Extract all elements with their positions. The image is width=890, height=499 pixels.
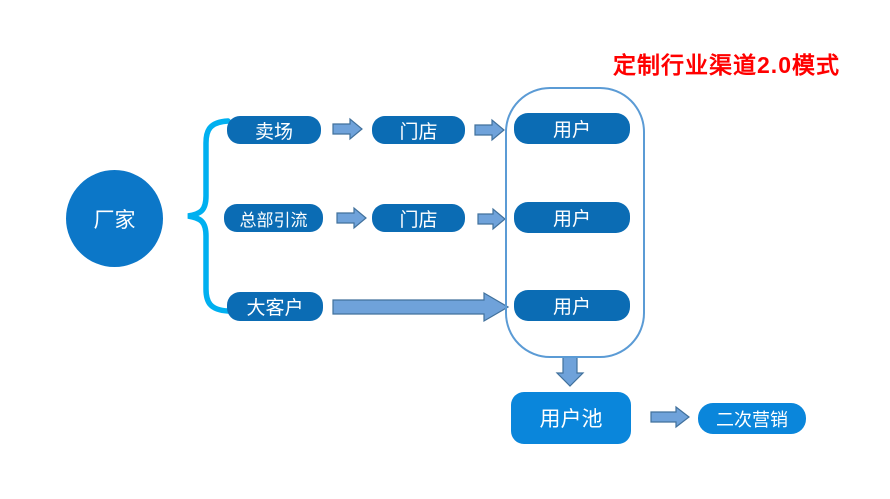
node-user-row1: 用户 <box>514 113 630 144</box>
node-label: 大客户 <box>246 298 304 319</box>
node-label: 门店 <box>399 209 438 231</box>
arrow-right-icon <box>650 405 690 429</box>
arrow-right-icon <box>336 206 367 230</box>
node-label: 用户 <box>552 209 591 230</box>
node-label: 用户 <box>552 297 591 318</box>
node-label: 二次营销 <box>716 409 788 430</box>
node-shop-row1: 门店 <box>372 116 465 144</box>
node-label: 总部引流 <box>239 210 308 230</box>
diagram-title: 定制行业渠道2.0模式 <box>613 52 840 78</box>
node-label: 门店 <box>399 121 438 143</box>
user-group-container <box>505 87 645 358</box>
arrow-right-icon <box>474 118 505 142</box>
node-hq-traffic: 总部引流 <box>224 204 323 232</box>
arrow-right-icon <box>332 117 363 141</box>
arrow-right-long-icon <box>332 291 510 323</box>
arrow-right-icon <box>477 207 506 231</box>
node-manufacturer: 厂家 <box>66 170 163 267</box>
node-label: 用户池 <box>539 408 603 431</box>
node-key-account: 大客户 <box>227 292 323 321</box>
node-shop-row2: 门店 <box>372 204 465 232</box>
node-label: 卖场 <box>254 121 293 143</box>
node-remarketing: 二次营销 <box>698 403 806 434</box>
node-user-row2: 用户 <box>514 202 630 233</box>
node-label: 用户 <box>552 120 591 141</box>
node-user-pool: 用户池 <box>511 392 631 444</box>
node-store-channel: 卖场 <box>227 116 321 144</box>
arrow-down-icon <box>555 356 585 387</box>
left-brace-icon <box>187 118 231 314</box>
node-user-row3: 用户 <box>514 290 630 321</box>
node-manufacturer-label: 厂家 <box>93 208 136 232</box>
